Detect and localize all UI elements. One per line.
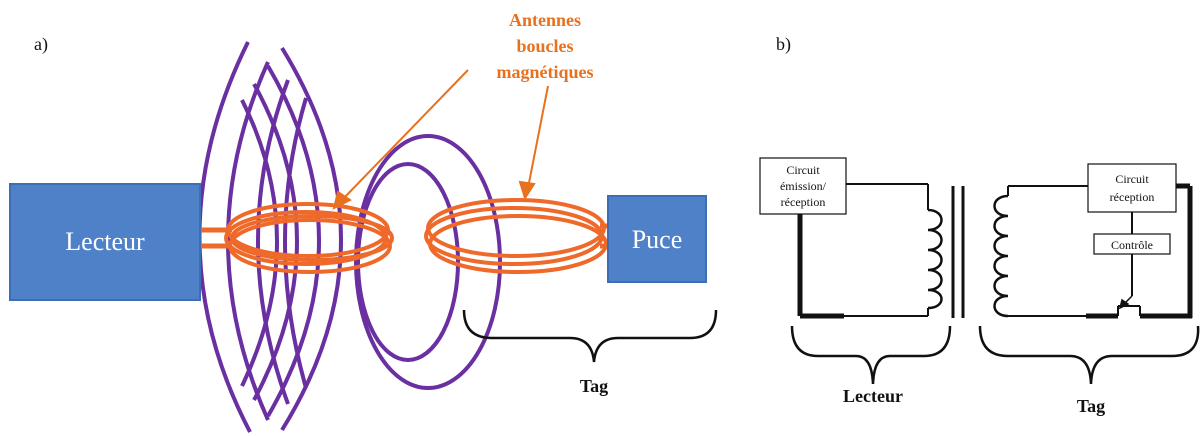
annotation-arrows [332,69,549,210]
panel-b-label: b) [776,34,791,55]
reader-brace-b [790,325,952,385]
reader-label-b: Lecteur [843,386,903,406]
tag-label-a: Tag [580,376,608,396]
tag-inductor [993,194,1009,318]
panel-a-label: a) [34,34,48,55]
antenna-label-line1: Antennes [509,10,581,30]
reader-circuit-line3: réception [781,195,826,209]
arrow-head-reader [332,190,352,210]
magnetic-field-lines [197,41,502,433]
field-loop-inner [356,162,460,362]
field-line-right-3 [252,83,299,401]
tag-circuit-line2: réception [1110,190,1155,204]
reader-inductor [927,208,943,310]
switch-arrow [1118,295,1133,310]
tag-wires [600,223,608,249]
panel-a: a) L [9,10,718,433]
antenna-label-line2: boucles [516,36,573,56]
reader-circuit-line1: Circuit [786,163,820,177]
chip-box-label: Puce [632,225,683,254]
control-box [1093,233,1171,255]
tag-circuit-line1: Circuit [1115,172,1149,186]
reader-box [9,183,201,301]
antenna-label-line3: magnétiques [496,62,593,82]
reader-box-label: Lecteur [65,227,145,256]
tag-brace-a [462,309,718,363]
tag-label-b: Tag [1077,396,1105,416]
reader-circuit-box [759,157,847,215]
tag-coil [424,198,608,274]
field-line-right-4 [240,99,279,387]
panel-b: b) [759,34,1200,416]
reader-circuit-line2: émission/ [780,179,827,193]
tag-brace-b [978,325,1200,385]
tag-circuit-box [1087,163,1177,213]
arrow-to-reader-coil [341,69,469,201]
chip-box [607,195,707,283]
control-box-label: Contrôle [1111,238,1153,252]
reader-coil [224,202,394,274]
arrow-head-tag [518,180,536,201]
arrow-to-tag-coil [527,85,549,189]
field-line-right-1 [280,46,343,432]
field-line-right-2 [266,64,321,418]
field-line-left-4 [283,97,308,389]
